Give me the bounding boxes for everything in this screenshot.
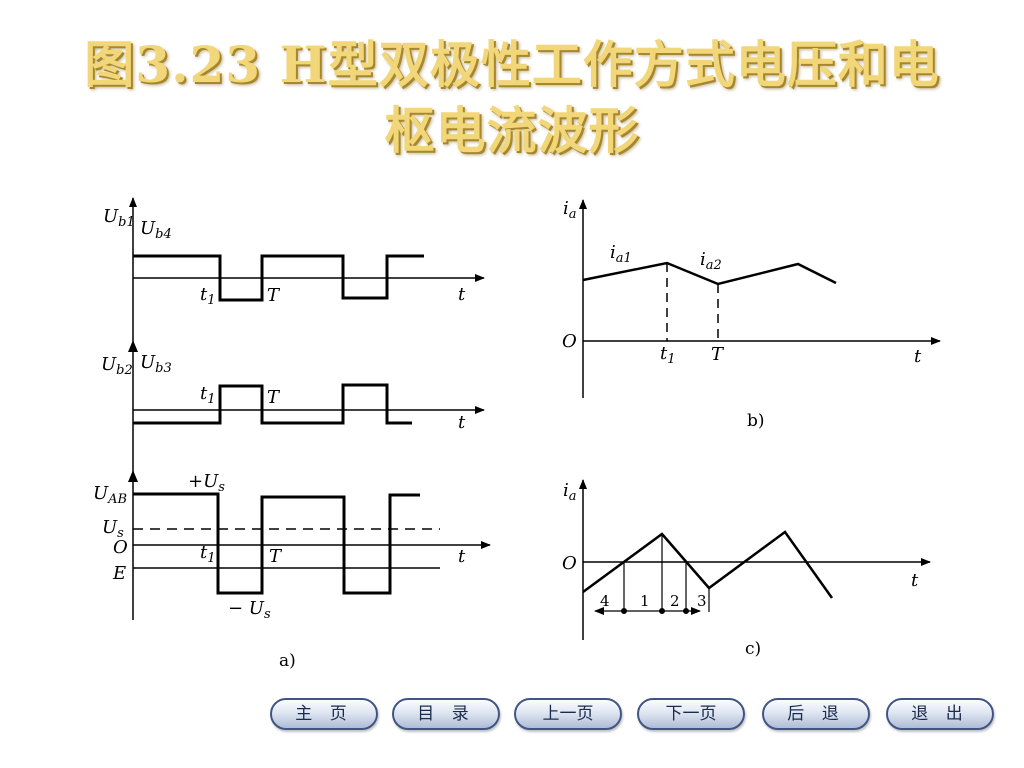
graph3-t1-label: t1 — [200, 542, 216, 566]
segment-label-4: 4 — [600, 592, 610, 610]
graph2-t1-label: t1 — [200, 383, 216, 407]
segment-label-1: 1 — [640, 592, 650, 610]
panel-a-caption: a) — [279, 651, 296, 671]
contents-button[interactable]: 目 录 — [392, 698, 500, 730]
exit-button[interactable]: 退 出 — [886, 698, 994, 730]
ub2-label: Ub2 — [101, 354, 133, 378]
graph3-T-label: T — [269, 546, 283, 567]
us-label: Us — [102, 517, 124, 541]
graph2-axis-arrowhead — [128, 340, 138, 352]
panel-b-t1-label: t1 — [660, 343, 676, 367]
plus-us-label: +Us — [188, 471, 225, 495]
graph2-T-label: T — [267, 387, 281, 408]
ia2-label: ia2 — [700, 249, 722, 273]
minus-us-label: − Us — [228, 598, 271, 622]
graph1-ub1-waveform — [133, 254, 424, 302]
graph1-T-label: T — [267, 285, 281, 306]
uab-label: UAB — [93, 483, 127, 507]
panel-b-origin-label: O — [562, 331, 577, 352]
graph3-uab-waveform — [133, 492, 420, 595]
interval-dot — [621, 608, 627, 614]
armature-current-waveform-c — [582, 530, 834, 599]
graph2-ub2-waveform — [133, 383, 412, 425]
emf-label: E — [112, 563, 126, 584]
interval-dot — [683, 608, 689, 614]
graph3-origin-label: O — [113, 537, 128, 558]
ub1-label: Ub1 — [103, 206, 135, 230]
page-title-line-2: 枢电流波形 — [384, 101, 640, 160]
graph3-axis-arrowhead — [128, 470, 138, 482]
segment-label-3: 3 — [697, 592, 707, 610]
page-title-line-1: 图3.23 H型双极性工作方式电压和电 — [84, 35, 940, 94]
panel-b-t-label: t — [914, 346, 922, 367]
panel-c-t-label: t — [911, 570, 919, 591]
ia1-label: ia1 — [610, 242, 632, 266]
graph1-t-label: t — [458, 284, 466, 305]
graph3-t-label: t — [458, 546, 466, 567]
panel-a — [128, 197, 491, 620]
prev-page-button[interactable]: 上一页 — [514, 698, 622, 730]
home-button[interactable]: 主 页 — [270, 698, 378, 730]
graph1-t1-label: t1 — [200, 284, 216, 308]
interval-dots — [621, 608, 689, 614]
ub4-label: Ub4 — [140, 218, 172, 242]
panel-c-caption: c) — [745, 639, 761, 659]
back-button[interactable]: 后 退 — [762, 698, 870, 730]
panel-b-T-label: T — [711, 344, 725, 365]
graph2-t-label: t — [458, 412, 466, 433]
panel-c-origin-label: O — [562, 553, 577, 574]
ub3-label: Ub3 — [140, 352, 172, 376]
panel-b-caption: b) — [747, 411, 765, 431]
segment-label-2: 2 — [670, 592, 680, 610]
panel-b-ylabel: ia — [563, 198, 577, 222]
next-page-button[interactable]: 下一页 — [637, 698, 745, 730]
panel-c-ylabel: ia — [563, 480, 577, 504]
panel-c — [579, 479, 931, 640]
interval-dot — [659, 608, 665, 614]
panel-b — [579, 199, 941, 398]
